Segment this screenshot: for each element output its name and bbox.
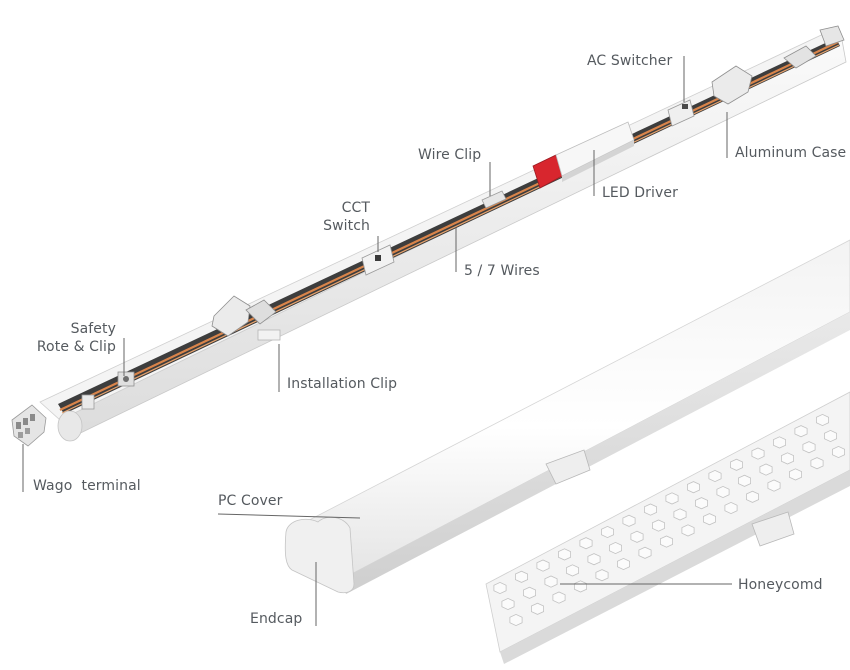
honeycomb-cell bbox=[673, 508, 687, 521]
honeycomb-cell bbox=[552, 591, 566, 604]
honeycomb-cell bbox=[536, 559, 550, 572]
honeycomb-cell bbox=[501, 597, 515, 611]
honeycomb-cell bbox=[794, 425, 808, 438]
safety-rope-clip-part bbox=[81, 371, 135, 410]
honeycomb-cell bbox=[523, 586, 536, 599]
wago-terminal bbox=[11, 404, 47, 447]
honeycomb-cell bbox=[759, 463, 773, 476]
honeycomb-cell bbox=[660, 535, 673, 548]
rail-end-profile bbox=[57, 410, 83, 442]
pc-cover-part bbox=[284, 239, 850, 594]
label-safety-line2: Rote & Clip bbox=[36, 339, 116, 355]
honeycomb-cell bbox=[767, 479, 781, 492]
honeycomb-cell bbox=[810, 457, 824, 470]
trunking-rail bbox=[39, 29, 847, 442]
label-aluminum-case: Aluminum Case bbox=[735, 145, 847, 161]
honeycomb-cell bbox=[665, 492, 679, 505]
wire-clip-part bbox=[481, 190, 507, 209]
right-bracket-part bbox=[711, 25, 845, 105]
honeycomb-cell bbox=[558, 548, 571, 561]
honeycomb-cell bbox=[708, 469, 722, 483]
honeycomb-cell bbox=[531, 602, 544, 615]
honeycomb-cell bbox=[802, 441, 816, 454]
label-wire-clip: Wire Clip bbox=[418, 147, 482, 163]
honeycomb-reflector-part bbox=[485, 391, 850, 664]
honeycomb-cell bbox=[493, 581, 507, 595]
label-led-driver: LED Driver bbox=[602, 185, 678, 201]
honeycomb-cell bbox=[681, 524, 695, 537]
honeycomb-cell bbox=[638, 546, 652, 559]
label-cct-switch-line1: CCT bbox=[341, 200, 370, 216]
honeycomb-cell bbox=[617, 557, 630, 571]
installation-clip-part bbox=[211, 295, 281, 341]
honeycomb-cell bbox=[609, 541, 622, 555]
rail-wire-1 bbox=[59, 41, 839, 411]
honeycomb-cell bbox=[579, 537, 593, 550]
honeycomb-cell bbox=[652, 519, 665, 532]
led-driver-part bbox=[532, 121, 635, 189]
honeycomb-cell bbox=[746, 490, 759, 503]
honeycomb-cell bbox=[601, 525, 614, 539]
honeycomb-cell bbox=[622, 514, 636, 527]
honeycomb-cell bbox=[816, 413, 829, 427]
label-honeycomb: Honeycomd bbox=[738, 577, 823, 593]
label-pc-cover: PC Cover bbox=[218, 493, 283, 509]
honeycomb-cells bbox=[493, 413, 845, 627]
label-safety-line1: Safety bbox=[70, 321, 116, 337]
label-endcap: Endcap bbox=[250, 611, 303, 627]
label-cct-switch-line2: Switch bbox=[323, 218, 370, 234]
honeycomb-cell bbox=[587, 553, 601, 566]
honeycomb-cell bbox=[789, 468, 802, 481]
honeycomb-cell bbox=[644, 503, 657, 516]
honeycomb-cell bbox=[630, 530, 644, 543]
honeycomb-cell bbox=[574, 580, 587, 593]
label-installation-clip: Installation Clip bbox=[287, 376, 398, 392]
honeycomb-cell bbox=[724, 501, 738, 515]
cct-switch-part bbox=[361, 244, 395, 276]
ac-switcher-part bbox=[667, 99, 695, 127]
honeycomb-cell bbox=[509, 613, 523, 627]
honeycomb-cell bbox=[515, 570, 528, 583]
rail-wire-2 bbox=[61, 44, 840, 414]
label-wires: 5 / 7 Wires bbox=[464, 263, 540, 279]
honeycomb-cell bbox=[695, 497, 708, 510]
leader-pc-cover bbox=[217, 513, 361, 519]
honeycomb-cell bbox=[751, 447, 765, 460]
honeycomb-cell bbox=[773, 436, 786, 449]
honeycomb-cell bbox=[566, 564, 579, 577]
honeycomb-cell bbox=[781, 452, 794, 465]
honeycomb-cell bbox=[824, 429, 837, 443]
label-ac-switcher: AC Switcher bbox=[587, 53, 673, 69]
honeycomb-cell bbox=[832, 445, 845, 459]
honeycomb-cell bbox=[703, 513, 716, 526]
honeycomb-cell bbox=[730, 458, 743, 471]
label-wago-terminal: Wago terminal bbox=[33, 478, 141, 494]
honeycomb-cell bbox=[716, 485, 730, 499]
honeycomb-cell bbox=[544, 575, 558, 588]
label-cct-switch: CCT Switch bbox=[316, 199, 370, 235]
honeycomb-cell bbox=[687, 481, 700, 494]
honeycomb-cell bbox=[738, 474, 751, 487]
honeycomb-cell bbox=[595, 569, 609, 582]
label-safety: Safety Rote & Clip bbox=[30, 320, 116, 356]
